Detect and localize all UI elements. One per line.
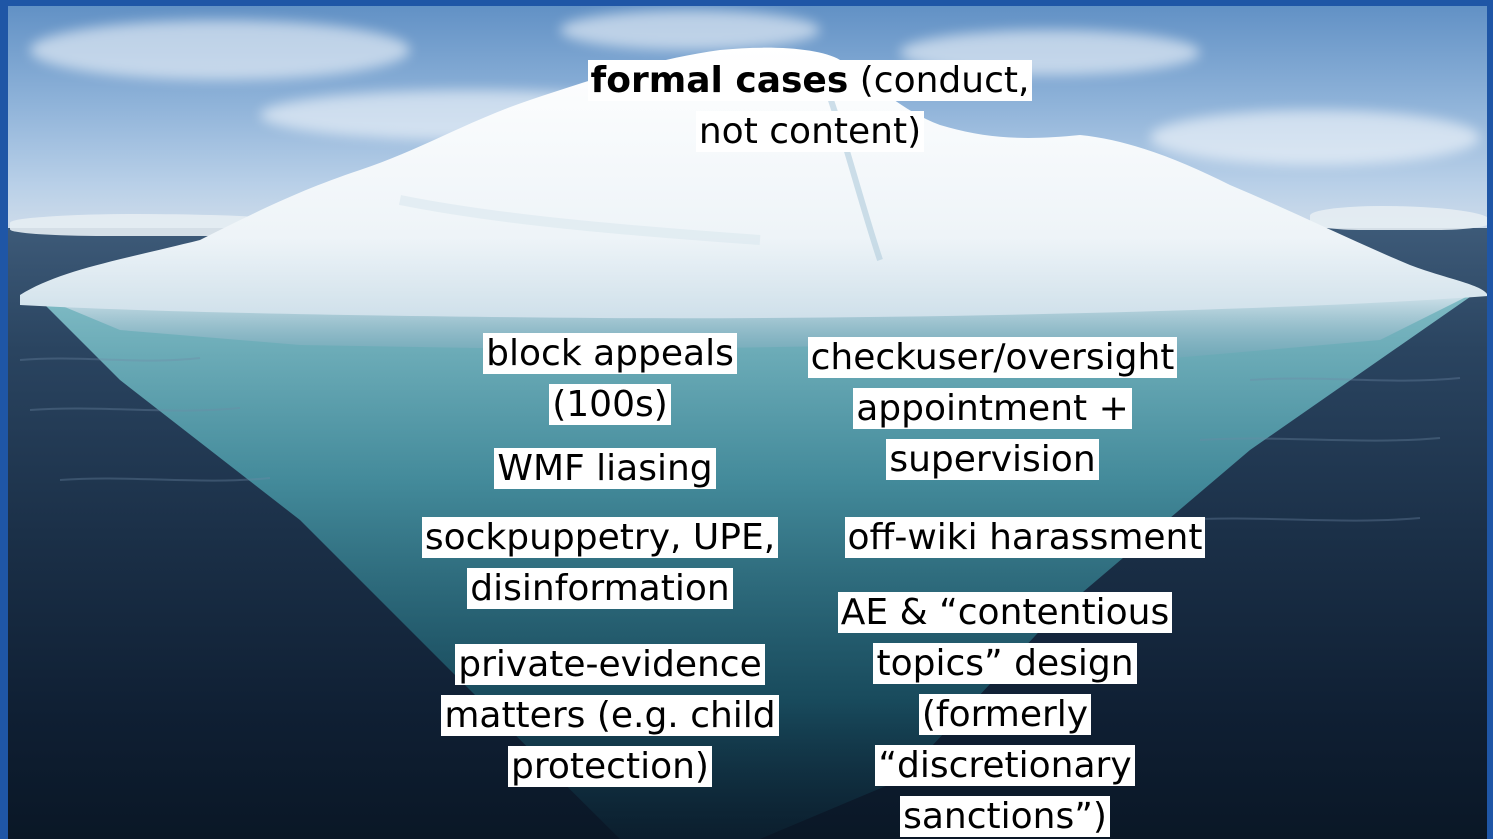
formal-cases-label: formal cases (conduct, not content) <box>560 55 1060 157</box>
cloud <box>1150 110 1480 165</box>
sockpuppetry-label: sockpuppetry, UPE, disinformation <box>400 512 800 614</box>
checkuser-oversight-label: checkuser/oversight appointment + superv… <box>790 332 1195 485</box>
water-ripples <box>19 357 1461 522</box>
off-wiki-harassment-label: off-wiki harassment <box>820 512 1230 563</box>
formal-cases-rest: (conduct, <box>848 60 1030 101</box>
contentious-topics-label: AE & “contentious topics” design (former… <box>810 587 1200 839</box>
block-appeals-label: block appeals (100s) <box>470 328 750 430</box>
cloud <box>30 20 410 80</box>
formal-cases-bold: formal cases <box>590 60 849 101</box>
distant-ice <box>1310 206 1490 230</box>
private-evidence-label: private-evidence matters (e.g. child pro… <box>420 639 800 792</box>
cloud <box>560 10 820 50</box>
wmf-liasing-label: WMF liasing <box>440 443 770 494</box>
sky-background <box>0 0 1493 232</box>
formal-cases-line2: not content) <box>695 111 925 152</box>
iceberg-above-water <box>20 47 1488 319</box>
